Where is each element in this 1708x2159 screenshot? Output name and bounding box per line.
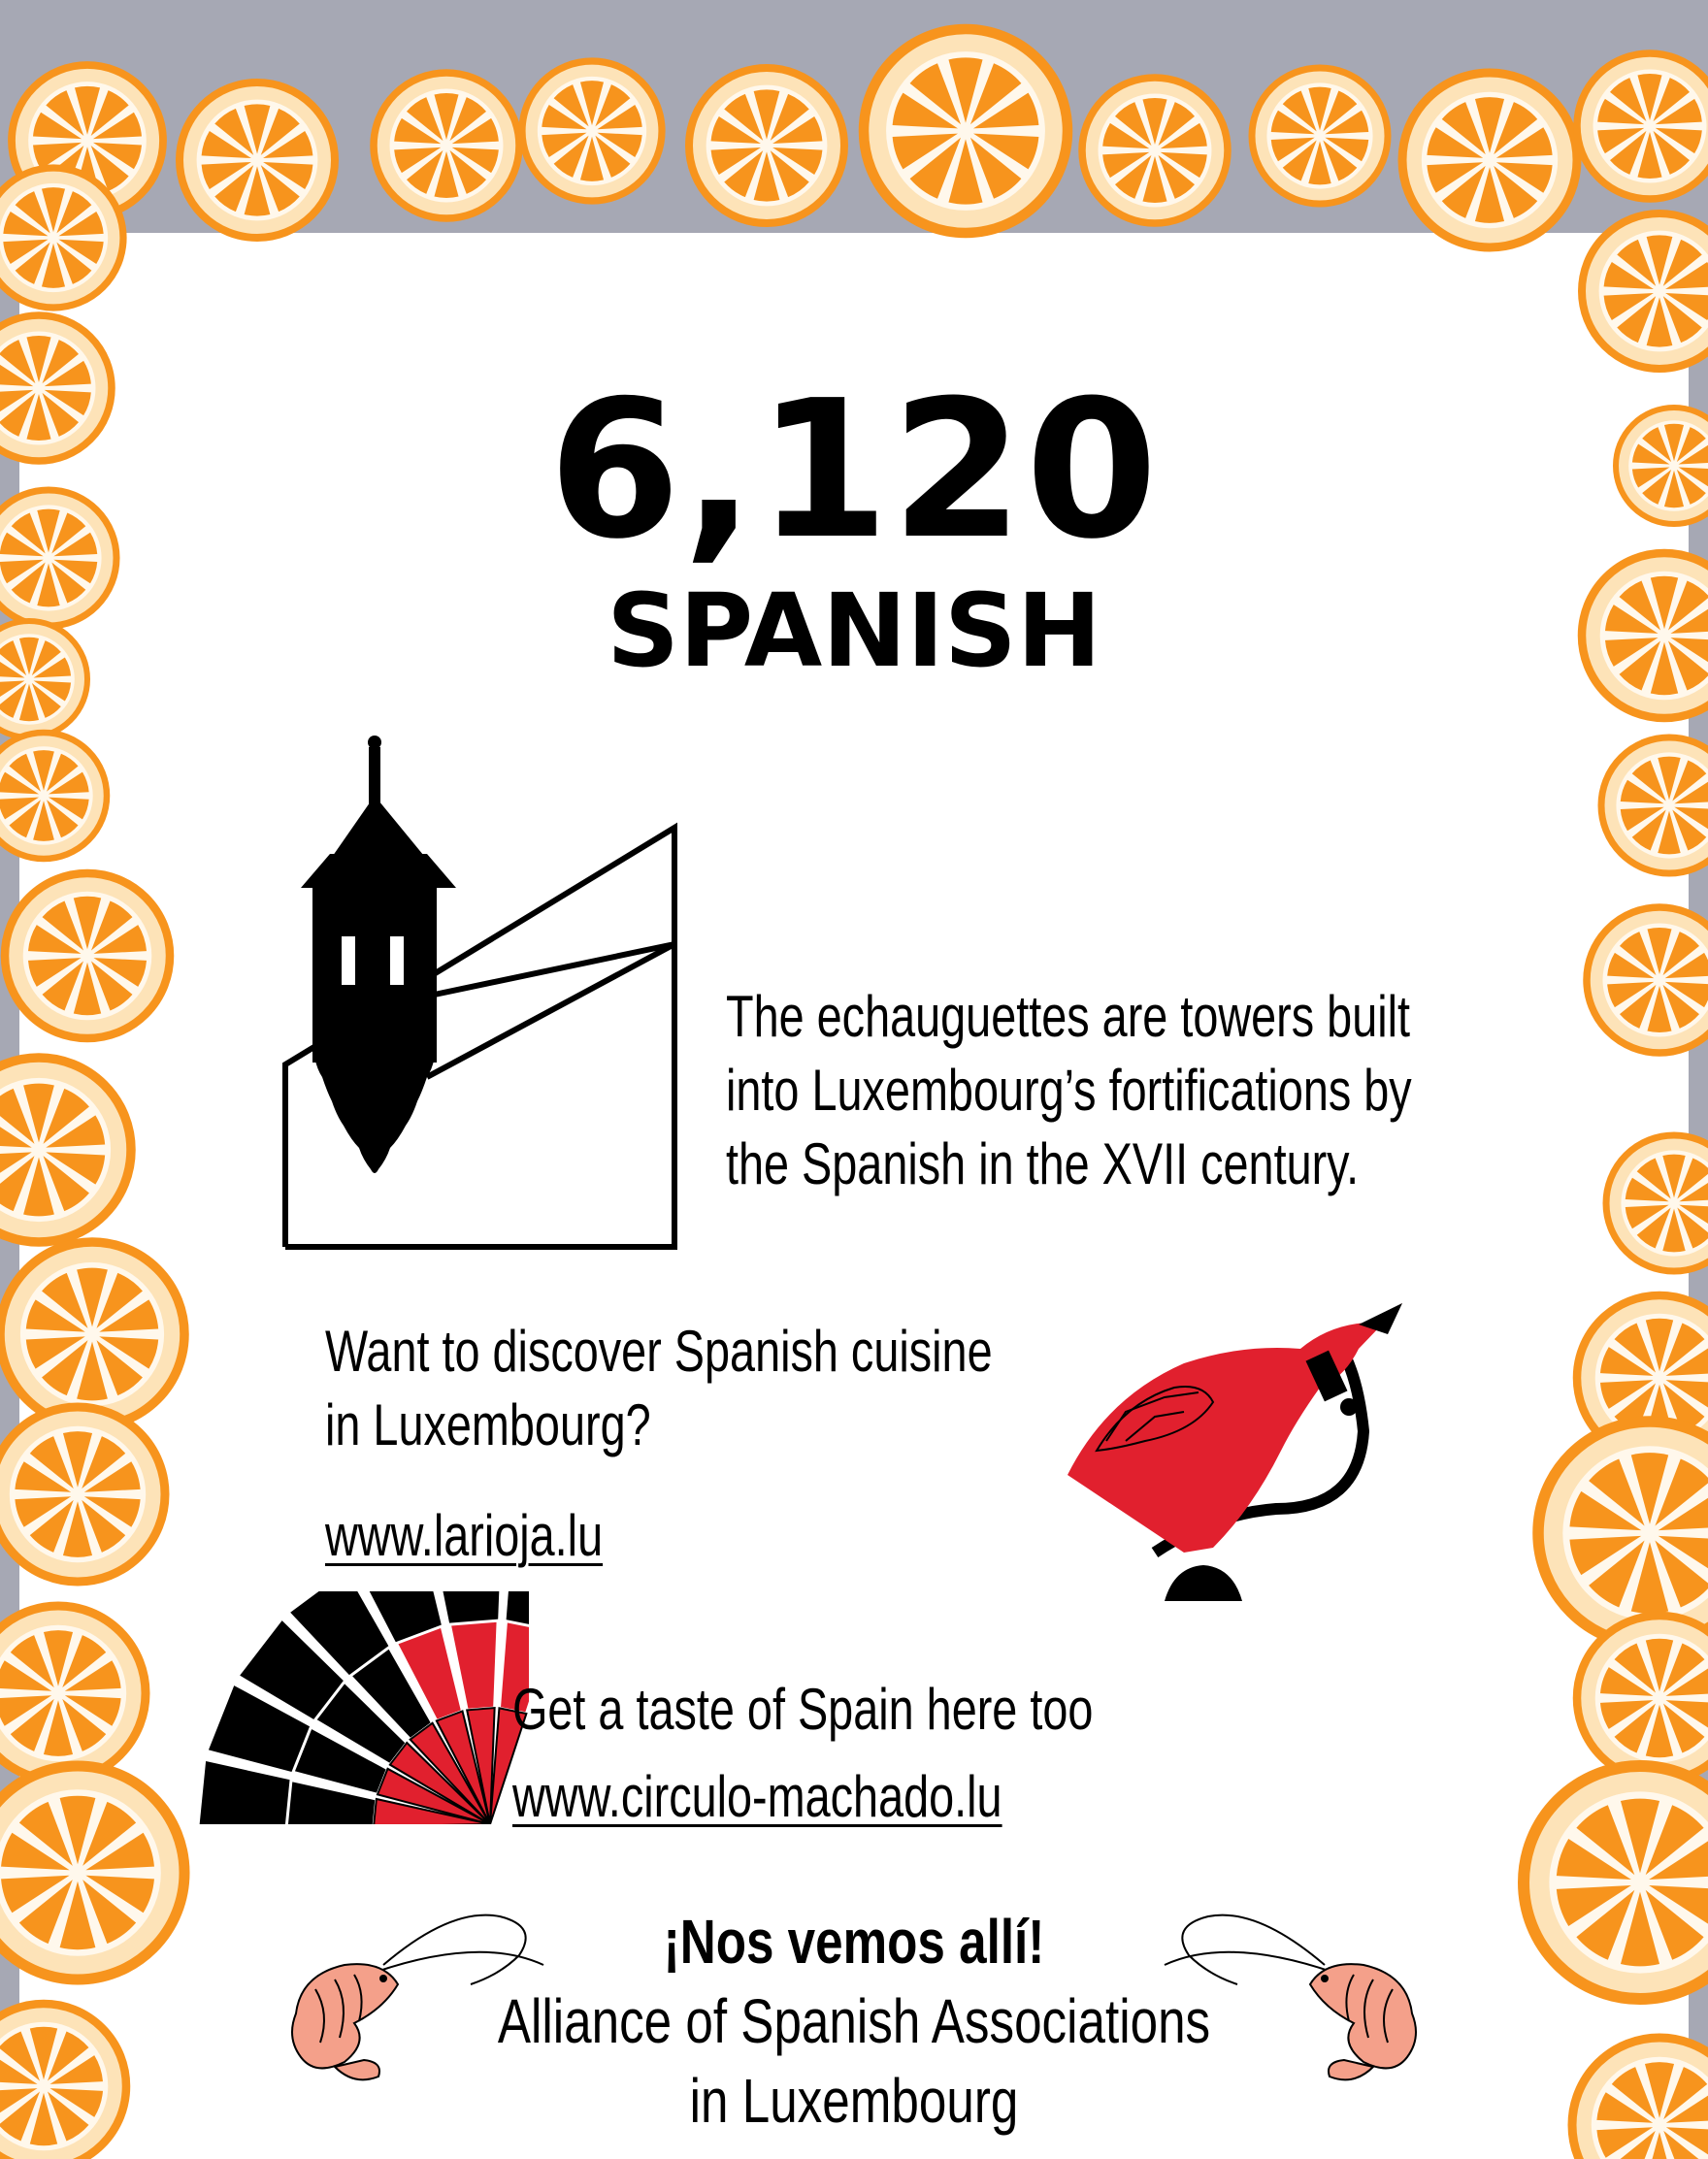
orange-slice-icon [0,868,175,1043]
orange-slice-icon [518,57,666,205]
orange-slice-icon [0,1601,150,1785]
orange-slice-icon [0,1053,136,1247]
orange-slice-icon [1518,1760,1708,2005]
echauguette-tower-icon [282,736,677,1250]
nationality-title: SPANISH [607,572,1101,690]
echauguette-fact: The echauguettes are towers built into L… [726,980,1412,1201]
circulo-machado-link[interactable]: www.circulo-machado.lu [512,1764,1002,1829]
larioja-link[interactable]: www.larioja.lu [325,1503,604,1568]
orange-slice-icon [1597,734,1708,877]
organization-location: in Luxembourg [689,2066,1019,2136]
orange-slice-icon [1613,405,1708,527]
orange-slice-icon [1078,74,1232,227]
cuisine-question: Want to discover Spanish cuisine in Luxe… [325,1315,993,1462]
orange-slice-icon [0,618,90,740]
orange-slice-icon [0,311,115,465]
orange-slice-icon [0,1237,189,1431]
cuisine-line: Want to discover Spanish cuisine [325,1319,993,1384]
orange-slice-icon [685,64,848,227]
orange-slice-icon [0,164,127,311]
orange-slice-icon [0,1402,170,1587]
closing-message: ¡Nos vemos allí! Alliance of Spanish Ass… [0,1902,1708,2141]
orange-slice-icon [1602,1131,1708,1275]
jamon-ham-icon [1068,1303,1402,1601]
fact-line: The echauguettes are towers built [726,984,1411,1049]
orange-slice-icon [1583,903,1708,1057]
orange-slice-icon [370,69,523,222]
orange-slice-icon [0,1760,190,1985]
spanish-fan-icon [199,1591,529,1824]
orange-slice-icon [0,1999,131,2159]
population-count: 6,120 [548,360,1160,581]
shrimp-icon [291,1914,544,2081]
orange-slice-icon [1397,68,1582,252]
cuisine-line: in Luxembourg? [325,1392,651,1457]
taste-text: Get a taste of Spain here too [512,1677,1094,1742]
orange-slice-icon [1577,548,1708,723]
closing-greeting: ¡Nos vemos allí! [663,1907,1045,1977]
orange-slice-icon [176,79,339,242]
orange-slice-icon [1578,210,1708,373]
orange-slice-icon [1532,1416,1708,1651]
organization-name: Alliance of Spanish Associations [497,1986,1211,2056]
orange-slice-icon [1567,2033,1708,2159]
fact-line: the Spanish in the XVII century. [726,1131,1360,1196]
orange-slice-icon [1573,49,1708,203]
orange-slice-icon [0,729,111,863]
content-panel [19,233,1689,2159]
orange-slice-icon [858,23,1073,239]
fact-line: into Luxembourg’s fortifications by [726,1058,1412,1123]
orange-slice-icon [1248,64,1392,208]
orange-slice-icon [1572,1611,1708,1785]
shrimp-icon [1164,1914,1417,2081]
